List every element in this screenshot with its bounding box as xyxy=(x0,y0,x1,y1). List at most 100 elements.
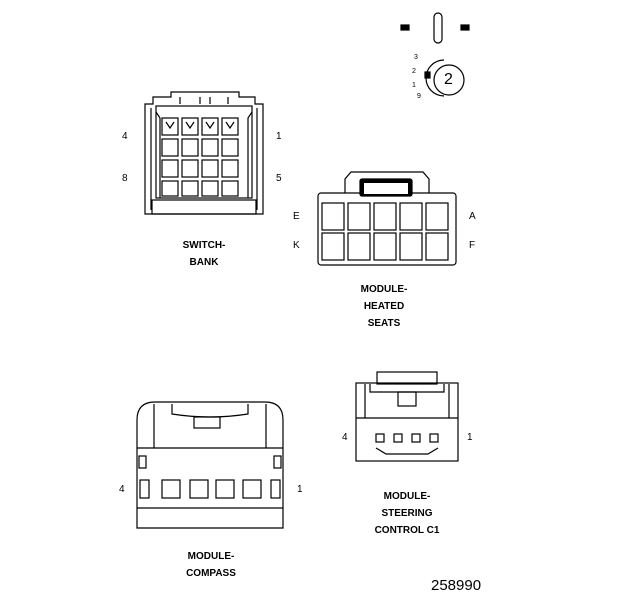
heated-seats-cavity xyxy=(321,232,345,261)
switch-bank-inner-guides xyxy=(155,111,253,198)
heated-seats-cavity xyxy=(347,202,371,231)
heated-seats-cavity xyxy=(321,202,345,231)
compass-housing xyxy=(136,401,284,529)
switch-bank-cavity xyxy=(181,138,199,157)
steering-bottom-shroud xyxy=(375,447,439,455)
switch-bank-top-details xyxy=(179,97,229,104)
switch-bank-cavity xyxy=(201,180,219,197)
switch-bank-side-rails xyxy=(150,108,258,210)
legend-symbol xyxy=(400,12,470,97)
heated-seats-cavity xyxy=(373,202,397,231)
steering-pin-left: 4 xyxy=(342,432,348,443)
compass-side-notch xyxy=(273,455,282,469)
compass-title-line1: MODULE- xyxy=(187,551,235,562)
legend-marker-icon xyxy=(424,71,431,79)
heated-seats-connector xyxy=(317,171,457,266)
switch-bank-pin-bottom-right: 5 xyxy=(276,173,282,184)
steering-key xyxy=(397,391,417,407)
compass-cavity xyxy=(189,479,209,499)
switch-bank-cavity xyxy=(161,159,179,178)
heated-seats-pin-top-left: E xyxy=(293,211,300,222)
switch-bank-title-line2: BANK xyxy=(189,257,219,268)
switch-bank-cavity xyxy=(201,138,219,157)
compass-pin-right: 1 xyxy=(297,484,303,495)
heated-seats-cavity xyxy=(347,232,371,261)
switch-bank-cavity xyxy=(221,117,239,136)
switch-bank-cavity xyxy=(201,159,219,178)
steering-top-latch xyxy=(376,371,438,385)
steering-title-line1: MODULE- xyxy=(383,491,431,502)
switch-bank-connector xyxy=(144,91,264,215)
legend-slot-icon xyxy=(433,12,443,44)
compass-title-line2: COMPASS xyxy=(186,568,236,579)
legend-pin-label: 9 xyxy=(417,93,421,100)
heated-seats-title-line1: MODULE- xyxy=(360,284,408,295)
switch-bank-cavity xyxy=(161,117,179,136)
steering-connector xyxy=(355,371,459,462)
compass-connector xyxy=(136,401,284,529)
compass-cavity xyxy=(161,479,181,499)
legend-badge-number: 2 xyxy=(444,71,453,88)
switch-bank-cavity xyxy=(181,117,199,136)
steering-title-line3: CONTROL C1 xyxy=(374,525,440,536)
switch-bank-cavity xyxy=(161,138,179,157)
steering-cavity xyxy=(411,433,421,443)
compass-title: MODULE- COMPASS xyxy=(166,548,256,582)
legend-pin-label: 2 xyxy=(412,68,416,75)
compass-cavity xyxy=(270,479,281,499)
heated-seats-cavity xyxy=(399,202,423,231)
switch-bank-pin-top-right: 1 xyxy=(276,131,282,142)
switch-bank-latch-marks xyxy=(165,121,235,130)
steering-cavity xyxy=(393,433,403,443)
switch-bank-pin-bottom-left: 8 xyxy=(122,173,128,184)
heated-seats-title-line3: SEATS xyxy=(367,318,401,329)
switch-bank-title-line1: SWITCH- xyxy=(182,240,226,251)
switch-bank-cavity xyxy=(221,180,239,197)
steering-cavity xyxy=(429,433,439,443)
switch-bank-pin-top-left: 4 xyxy=(122,131,128,142)
steering-cavity xyxy=(375,433,385,443)
switch-bank-title: SWITCH- BANK xyxy=(164,237,244,271)
legend-pin-label: 1 xyxy=(412,82,416,89)
legend-pin-label: 3 xyxy=(414,54,418,61)
steering-pin-right: 1 xyxy=(467,432,473,443)
heated-seats-cavity xyxy=(373,232,397,261)
steering-inner-lines xyxy=(356,384,458,419)
legend-right-tab-icon xyxy=(460,24,470,31)
switch-bank-housing xyxy=(144,91,264,215)
compass-top-arch xyxy=(171,404,249,418)
steering-housing xyxy=(355,382,459,462)
switch-bank-cavity xyxy=(221,159,239,178)
legend-left-tab-icon xyxy=(400,24,410,31)
figure-number: 258990 xyxy=(431,577,482,594)
compass-cavity xyxy=(139,479,150,499)
heated-seats-pin-bottom-right: F xyxy=(469,240,476,251)
heated-seats-cavity xyxy=(425,202,449,231)
compass-cavity xyxy=(215,479,235,499)
compass-pin-left: 4 xyxy=(119,484,125,495)
steering-inner-ledge xyxy=(369,384,445,393)
switch-bank-base-ledge xyxy=(151,199,257,215)
heated-seats-title: MODULE- HEATED SEATS xyxy=(344,281,424,332)
switch-bank-cavity xyxy=(161,180,179,197)
switch-bank-cavity xyxy=(181,180,199,197)
heated-seats-title-line2: HEATED xyxy=(363,301,405,312)
heated-seats-pin-bottom-left: K xyxy=(293,240,300,251)
switch-bank-cavity xyxy=(221,138,239,157)
compass-side-notch xyxy=(138,455,147,469)
steering-title-line2: STEERING xyxy=(381,508,433,519)
heated-seats-cavity xyxy=(425,232,449,261)
heated-seats-housing xyxy=(317,192,457,266)
compass-side-guides xyxy=(153,404,267,448)
switch-bank-cavity xyxy=(181,159,199,178)
compass-key xyxy=(193,416,221,429)
legend-badge-circle xyxy=(433,64,465,96)
heated-seats-cavity xyxy=(399,232,423,261)
switch-bank-cavity xyxy=(201,117,219,136)
heated-seats-pin-top-right: A xyxy=(469,211,476,222)
compass-cavity xyxy=(242,479,262,499)
steering-title: MODULE- STEERING CONTROL C1 xyxy=(357,488,457,539)
switch-bank-inner-frame xyxy=(155,105,253,199)
heated-seats-latch-window xyxy=(364,183,408,194)
